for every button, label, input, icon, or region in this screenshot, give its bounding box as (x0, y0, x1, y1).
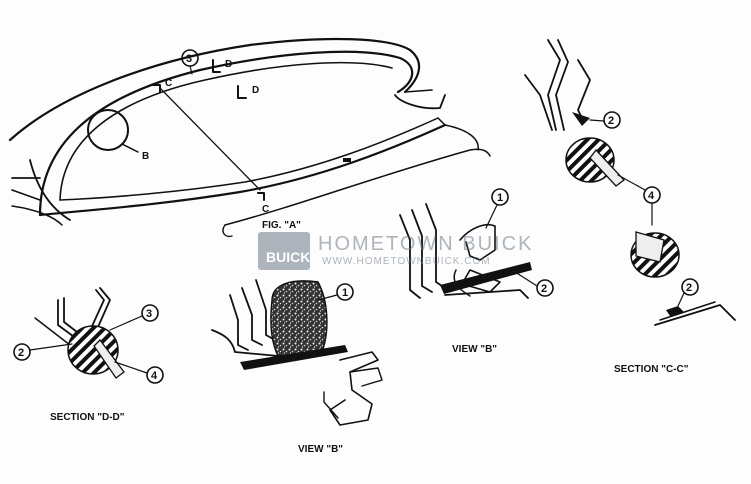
letter-d-bottom: D (252, 85, 259, 96)
watermark-url: WWW.HOMETOWNBUICK.COM (322, 256, 491, 267)
callout-vb-right-2: 2 (541, 283, 547, 295)
view-b-top-label: VIEW "B" (452, 344, 497, 355)
letter-c-bottom: C (262, 204, 269, 215)
callout-vb-left-1: 1 (342, 287, 348, 299)
watermark: BUICK HOMETOWN BUICK WWW.HOMETOWNBUICK.C… (258, 232, 533, 270)
view-b-top: 1 2 VIEW "B" (399, 188, 554, 355)
section-cc-label: SECTION "C-C" (614, 364, 689, 375)
callout-cc-2-bottom: 2 (686, 282, 692, 294)
view-b-bottom: 1 VIEW "B" (211, 279, 383, 455)
letter-d-top: D (225, 59, 232, 70)
section-c-c: 2 4 2 SECTION "C-C" (524, 39, 736, 375)
sponge-block (270, 280, 328, 357)
callout-3: 3 (186, 53, 192, 65)
watermark-brand: HOMETOWN BUICK (318, 233, 533, 255)
callout-dd-3: 3 (146, 308, 152, 320)
letter-b: B (142, 151, 149, 162)
callout-dd-2: 2 (18, 347, 24, 359)
letter-c-top: C (165, 78, 172, 89)
fig-a-rear-window: B C C D D 3 FIG. "A" (8, 37, 491, 238)
detail-circle-b (87, 109, 129, 151)
section-dd-label: SECTION "D-D" (50, 412, 125, 423)
section-d-d: 3 2 4 SECTION "D-D" (13, 287, 164, 423)
fig-a-label: FIG. "A" (262, 220, 301, 231)
watermark-badge: BUICK (266, 249, 310, 265)
callout-cc-2-top: 2 (608, 115, 614, 127)
view-b-bottom-label: VIEW "B" (298, 444, 343, 455)
callout-dd-4: 4 (151, 370, 158, 382)
callout-vb-right-1: 1 (497, 192, 503, 204)
callout-cc-4: 4 (648, 190, 655, 202)
